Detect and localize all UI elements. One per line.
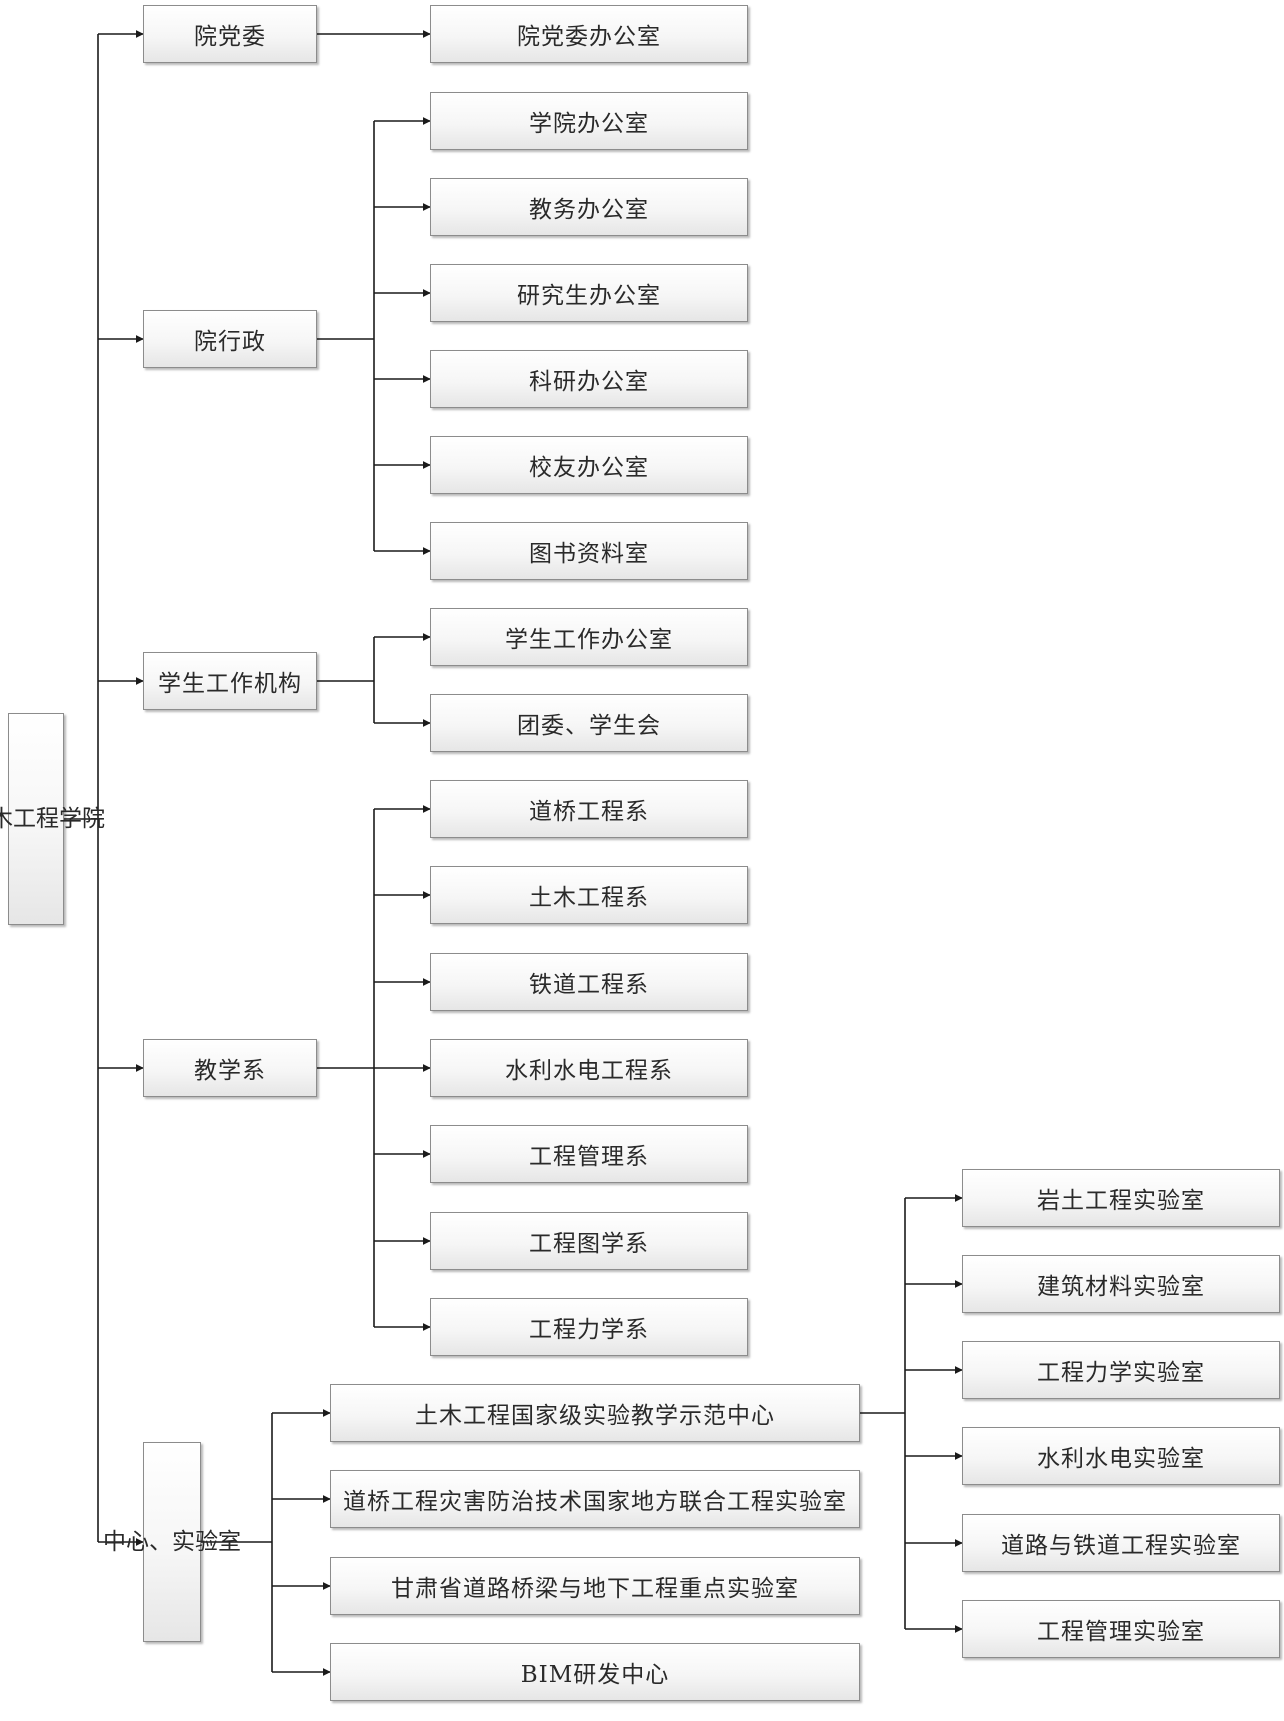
lab-hydropower: 水利水电实验室 [962,1427,1280,1485]
administration-node: 院行政 [143,310,317,368]
center-bim: BIM研发中心 [330,1643,860,1701]
party-office-node: 院党委办公室 [430,5,748,63]
teaching-departments-node: 教学系 [143,1039,317,1097]
admin-unit-graduate-office: 研究生办公室 [430,264,748,322]
dept-road-bridge: 道桥工程系 [430,780,748,838]
student-unit-office: 学生工作办公室 [430,608,748,666]
dept-engineering-mechanics: 工程力学系 [430,1298,748,1356]
student-unit-league-union: 团委、学生会 [430,694,748,752]
center-gansu-key-lab: 甘肃省道路桥梁与地下工程重点实验室 [330,1557,860,1615]
party-committee-node: 院党委 [143,5,317,63]
lab-engineering-mechanics: 工程力学实验室 [962,1341,1280,1399]
dept-engineering-graphics: 工程图学系 [430,1212,748,1270]
root-node: 土木工程学院 [0,713,105,925]
lab-engineering-management: 工程管理实验室 [962,1600,1280,1658]
center-road-bridge-lab: 道桥工程灾害防治技术国家地方联合工程实验室 [330,1470,860,1528]
dept-engineering-management: 工程管理系 [430,1125,748,1183]
admin-unit-library: 图书资料室 [430,522,748,580]
center-demo-teaching: 土木工程国家级实验教学示范中心 [330,1384,860,1442]
admin-unit-alumni-office: 校友办公室 [430,436,748,494]
dept-hydropower: 水利水电工程系 [430,1039,748,1097]
lab-road-railway: 道路与铁道工程实验室 [962,1514,1280,1572]
lab-building-materials: 建筑材料实验室 [962,1255,1280,1313]
dept-railway: 铁道工程系 [430,953,748,1011]
lab-geotechnical: 岩土工程实验室 [962,1169,1280,1227]
admin-unit-research-office: 科研办公室 [430,350,748,408]
admin-unit-college-office: 学院办公室 [430,92,748,150]
centers-labs-node: 中心、实验室 [103,1442,241,1642]
dept-civil-engineering: 土木工程系 [430,866,748,924]
student-affairs-node: 学生工作机构 [143,652,317,710]
admin-unit-academic-affairs: 教务办公室 [430,178,748,236]
